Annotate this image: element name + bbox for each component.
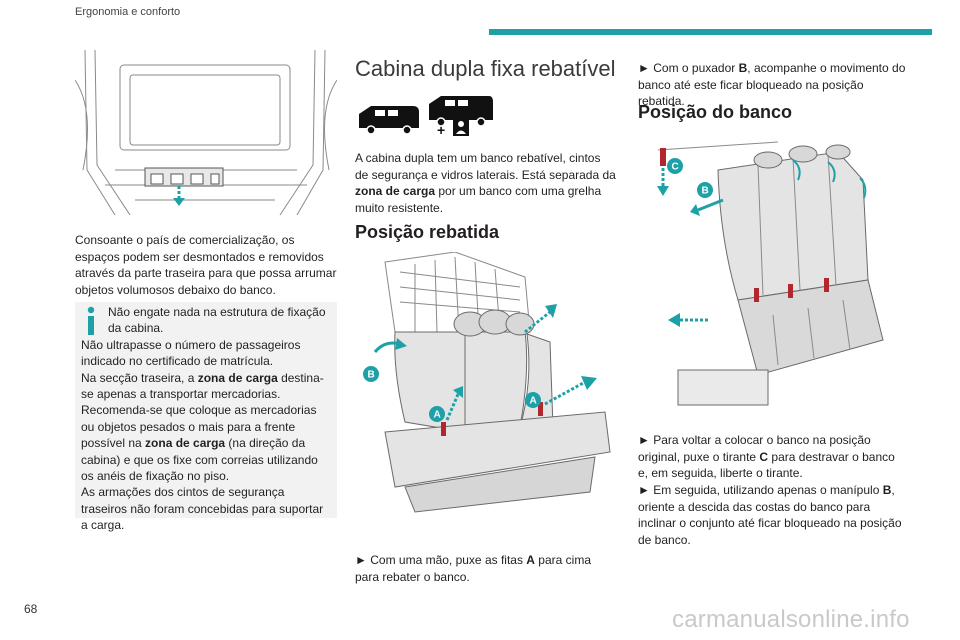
note-line: Não ultrapasse o número de passageiros i… <box>81 337 301 369</box>
plus-sign: + <box>437 122 445 138</box>
callout-c-label: C <box>672 162 679 173</box>
callout-a-right <box>525 392 541 408</box>
section-title: Ergonomia e conforto <box>75 6 181 18</box>
callout-b-label: B <box>368 370 375 381</box>
step-pull-release-strap: ► Para voltar a colocar o banco na posiç… <box>638 433 895 480</box>
callout-a-left <box>429 406 445 422</box>
step-pull-straps: ► Com uma mão, puxe as fitas A para cima… <box>355 553 591 584</box>
cargo-space-illustration <box>75 50 337 220</box>
long-van-icon <box>429 96 493 127</box>
callout-a-right-label: A <box>530 396 537 407</box>
callout-b-seat <box>697 182 713 198</box>
passenger-icon <box>453 118 469 136</box>
header-accent-bar <box>489 29 932 35</box>
heading-folding-double-cab: Cabina dupla fixa rebatível <box>355 56 616 81</box>
note-line: Não engate nada na estrutura de fixação … <box>108 305 326 336</box>
watermark: carmanualsonline.info <box>672 606 910 633</box>
note-text: Não engate nada na estrutura de fixação … <box>81 304 331 534</box>
callout-c <box>667 158 683 174</box>
folded-seat-illustration: A A B <box>355 252 617 522</box>
storage-paragraph: Consoante o país de comercialização, os … <box>75 233 337 297</box>
heading-seat-position: Posição do banco <box>638 102 793 122</box>
note-line: Recomenda-se que coloque as mercadorias … <box>81 403 318 484</box>
page-number: 68 <box>24 602 38 616</box>
note-line: Na secção traseira, a zona de carga dest… <box>81 370 324 402</box>
van-icon <box>359 106 419 135</box>
step-guide-handle: ► Com o puxador B, acompanhe o movimento… <box>638 61 906 108</box>
callout-b <box>363 366 379 382</box>
van-icons: + <box>355 92 495 138</box>
double-cab-intro: A cabina dupla tem um banco rebatível, c… <box>355 151 616 215</box>
step-guide-backrest: ► Em seguida, utilizando apenas o manípu… <box>638 483 902 547</box>
callout-b-seat-label: B <box>702 186 709 197</box>
callout-a-left-label: A <box>434 410 441 421</box>
info-icon <box>87 306 95 335</box>
info-note-box: Não engate nada na estrutura de fixação … <box>75 302 337 532</box>
seat-position-illustration: C B <box>638 140 908 420</box>
heading-folded-position: Posição rebatida <box>355 222 500 242</box>
note-line: As armações dos cintos de segurança tras… <box>81 485 324 533</box>
